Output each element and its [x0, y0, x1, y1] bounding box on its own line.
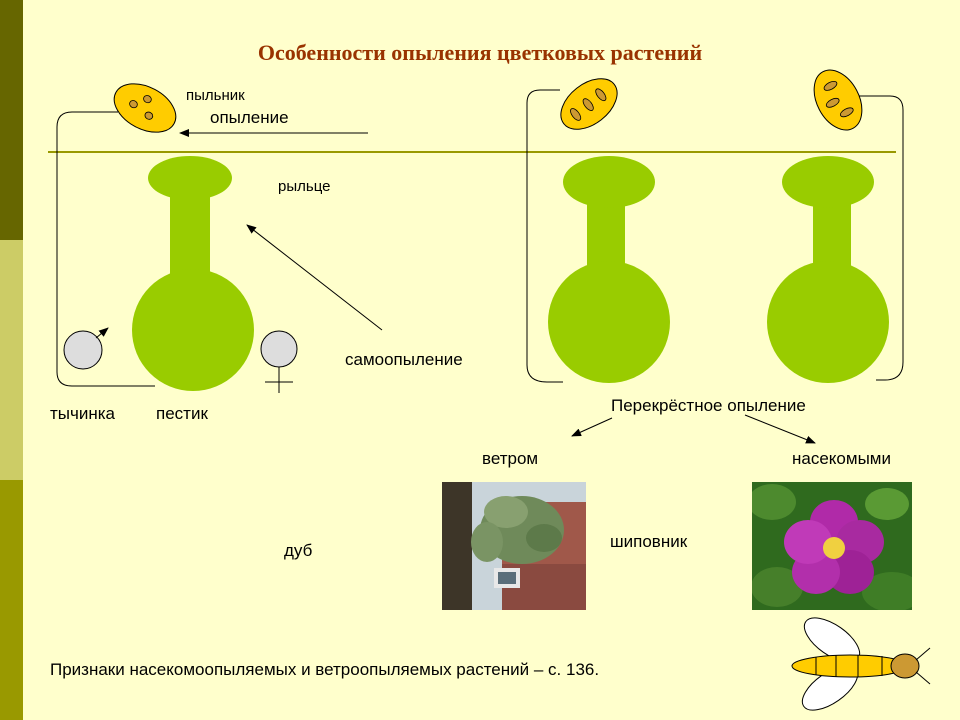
- female-symbol-icon: [260, 330, 298, 393]
- left-accent-bar-top: [0, 0, 23, 240]
- wind-arrow: [571, 417, 613, 437]
- insect-arrow: [744, 414, 816, 444]
- footer-note: Признаки насекомоопыляемых и ветроопыляе…: [50, 660, 600, 679]
- self-pollination-label: самоопыление: [345, 350, 463, 369]
- anther-label: пыльник: [186, 87, 245, 104]
- pistil-left: [132, 156, 254, 391]
- left-accent-bar-middle: [0, 240, 23, 480]
- pistil-middle: [548, 156, 670, 383]
- cross-bracket-left: [526, 89, 563, 383]
- pistil-label: пестик: [156, 404, 208, 423]
- anther-icon: [560, 78, 618, 130]
- oak-photo: [442, 482, 586, 610]
- stamen-label: тычинка: [50, 404, 116, 423]
- cross-pollination-label: Перекрёстное опыление: [611, 396, 806, 415]
- by-wind-label: ветром: [482, 449, 539, 468]
- pollination-label: опыление: [210, 108, 289, 127]
- rosehip-photo: [752, 482, 912, 610]
- anther-icon: [813, 69, 863, 131]
- self-pollination-arrow: [246, 224, 383, 331]
- anther-icon: [113, 83, 177, 133]
- cross-bracket-right: [858, 95, 904, 381]
- male-symbol-icon: [63, 327, 109, 370]
- slide-title: Особенности опыления цветковых растений: [257, 40, 703, 65]
- stigma-label: рыльце: [278, 178, 331, 195]
- rosehip-label: шиповник: [610, 532, 688, 551]
- oak-label: дуб: [284, 541, 313, 560]
- pistil-right: [767, 156, 889, 383]
- left-accent-bar-bottom: [0, 480, 23, 720]
- by-insects-label: насекомыми: [792, 449, 891, 468]
- bee-icon: [791, 617, 931, 711]
- self-pollination-bracket: [56, 111, 155, 387]
